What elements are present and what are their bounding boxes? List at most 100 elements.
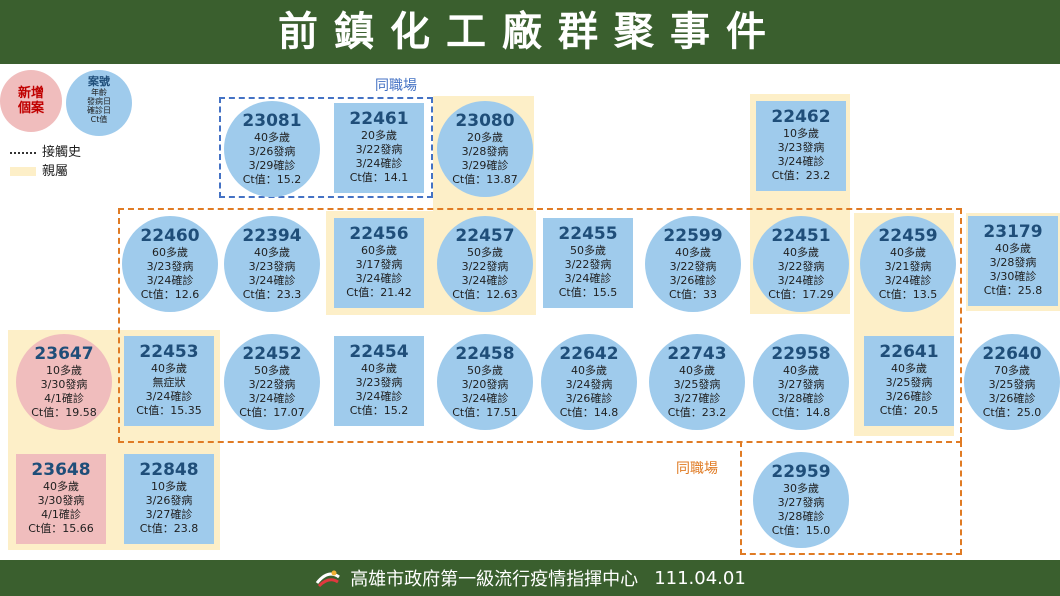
case-id: 22642 [559, 344, 619, 364]
case-confirm: 3/24確診 [355, 157, 403, 170]
case-id: 22959 [771, 462, 831, 482]
case-confirm: 3/29確診 [248, 159, 296, 172]
case-age: 40多歲 [43, 480, 79, 493]
header-bar: 前鎮化工廠群聚事件 [0, 0, 1060, 64]
case-onset: 3/21發病 [884, 260, 932, 273]
case-onset: 3/25發病 [988, 378, 1036, 391]
legend-new-case-line1: 新增 [17, 86, 44, 101]
case-id: 22462 [771, 107, 831, 127]
case-ct: Ct值：23.3 [242, 288, 302, 301]
case-node: 22456 60多歲 3/17發病 3/24確診 Ct值：21.42 [334, 218, 424, 308]
case-id: 22640 [982, 344, 1042, 364]
case-id: 22456 [349, 224, 409, 244]
case-id: 23648 [31, 460, 91, 480]
case-confirm: 3/30確診 [989, 270, 1037, 283]
case-age: 40多歲 [783, 364, 819, 377]
case-confirm: 3/28確診 [777, 392, 825, 405]
case-age: 40多歲 [254, 131, 290, 144]
legend-field-confirm: 確診日 [87, 106, 111, 115]
case-node: 22958 40多歲 3/27發病 3/28確診 Ct值：14.8 [753, 334, 849, 430]
case-confirm: 3/24確診 [146, 274, 194, 287]
case-node: 22453 40多歲 無症狀 3/24確診 Ct值：15.35 [124, 336, 214, 426]
case-confirm: 3/26確診 [669, 274, 717, 287]
case-id: 22599 [663, 226, 723, 246]
case-onset: 3/30發病 [37, 494, 85, 507]
case-ct: Ct值：21.42 [346, 286, 412, 299]
case-node: 22451 40多歲 3/22發病 3/24確診 Ct值：17.29 [753, 216, 849, 312]
case-confirm: 3/29確診 [461, 159, 509, 172]
case-confirm: 3/26確診 [885, 390, 933, 403]
footer-content: 高雄市政府第一級流行疫情指揮中心 111.04.01 [0, 560, 1060, 596]
case-node: 22457 50多歲 3/22發病 3/24確診 Ct值：12.63 [437, 216, 533, 312]
case-id: 22453 [139, 342, 199, 362]
case-onset: 3/26發病 [248, 145, 296, 158]
case-id: 23647 [34, 344, 94, 364]
case-id: 22459 [878, 226, 938, 246]
case-onset: 3/20發病 [461, 378, 509, 391]
case-onset: 3/22發病 [564, 258, 612, 271]
case-age: 40多歲 [783, 246, 819, 259]
case-node: 23081 40多歲 3/26發病 3/29確診 Ct值：15.2 [224, 101, 320, 197]
case-node: 22461 20多歲 3/22發病 3/24確診 Ct值：14.1 [334, 103, 424, 193]
case-ct: Ct值：13.5 [878, 288, 938, 301]
case-age: 30多歲 [783, 482, 819, 495]
legend-family: 親屬 [10, 160, 68, 179]
case-age: 10多歲 [783, 127, 819, 140]
case-id: 22451 [771, 226, 831, 246]
case-node-new: 23647 10多歲 3/30發病 4/1確診 Ct值：19.58 [16, 334, 112, 430]
case-onset: 3/23發病 [355, 376, 403, 389]
case-onset: 3/28發病 [989, 256, 1037, 269]
case-age: 50多歲 [570, 244, 606, 257]
case-age: 40多歲 [151, 362, 187, 375]
case-node: 22959 30多歲 3/27發病 3/28確診 Ct值：15.0 [753, 452, 849, 548]
case-age: 20多歲 [467, 131, 503, 144]
case-id: 23081 [242, 111, 302, 131]
case-ct: Ct值：33 [669, 288, 717, 301]
case-ct: Ct值：25.0 [982, 406, 1042, 419]
legend-case-info: 案號 年齡 發病日 確診日 Ct值 [66, 70, 132, 136]
case-confirm: 3/26確診 [565, 392, 613, 405]
case-onset: 3/25發病 [885, 376, 933, 389]
family-band-icon [10, 167, 36, 176]
case-confirm: 3/24確診 [777, 155, 825, 168]
case-age: 40多歲 [361, 362, 397, 375]
case-age: 40多歲 [254, 246, 290, 259]
case-ct: Ct值：15.2 [349, 404, 409, 417]
case-age: 60多歲 [361, 244, 397, 257]
case-onset: 3/28發病 [461, 145, 509, 158]
case-age: 40多歲 [679, 364, 715, 377]
case-id: 23080 [455, 111, 515, 131]
case-ct: Ct值：12.63 [452, 288, 518, 301]
case-age: 60多歲 [152, 246, 188, 259]
case-id: 22455 [558, 224, 618, 244]
case-age: 40多歲 [571, 364, 607, 377]
case-onset: 3/24發病 [565, 378, 613, 391]
case-age: 10多歲 [46, 364, 82, 377]
case-node: 22460 60多歲 3/23發病 3/24確診 Ct值：12.6 [122, 216, 218, 312]
same-workplace-group-blue [219, 97, 433, 198]
case-id: 22641 [879, 342, 939, 362]
case-id: 22848 [139, 460, 199, 480]
case-confirm: 3/24確診 [461, 392, 509, 405]
case-node: 22642 40多歲 3/24發病 3/26確診 Ct值：14.8 [541, 334, 637, 430]
case-id: 22457 [455, 226, 515, 246]
case-age: 20多歲 [361, 129, 397, 142]
case-ct: Ct值：12.6 [140, 288, 200, 301]
same-workplace-label-orange: 同職場 [676, 461, 718, 477]
case-node: 22641 40多歲 3/25發病 3/26確診 Ct值：20.5 [864, 336, 954, 426]
case-node: 22454 40多歲 3/23發病 3/24確診 Ct值：15.2 [334, 336, 424, 426]
case-ct: Ct值：15.2 [242, 173, 302, 186]
legend-contact-label: 接觸史 [42, 145, 82, 160]
case-onset: 3/22發病 [461, 260, 509, 273]
case-id: 22460 [140, 226, 200, 246]
same-workplace-group-orange-ext [740, 441, 962, 555]
case-age: 40多歲 [675, 246, 711, 259]
case-node: 22743 40多歲 3/25發病 3/27確診 Ct值：23.2 [649, 334, 745, 430]
case-ct: Ct值：20.5 [879, 404, 939, 417]
case-age: 50多歲 [254, 364, 290, 377]
case-ct: Ct值：14.8 [559, 406, 619, 419]
case-confirm: 3/24確診 [777, 274, 825, 287]
case-node: 22459 40多歲 3/21發病 3/24確診 Ct值：13.5 [860, 216, 956, 312]
case-onset: 3/22發病 [248, 378, 296, 391]
legend-contact: 接觸史 [10, 141, 81, 160]
